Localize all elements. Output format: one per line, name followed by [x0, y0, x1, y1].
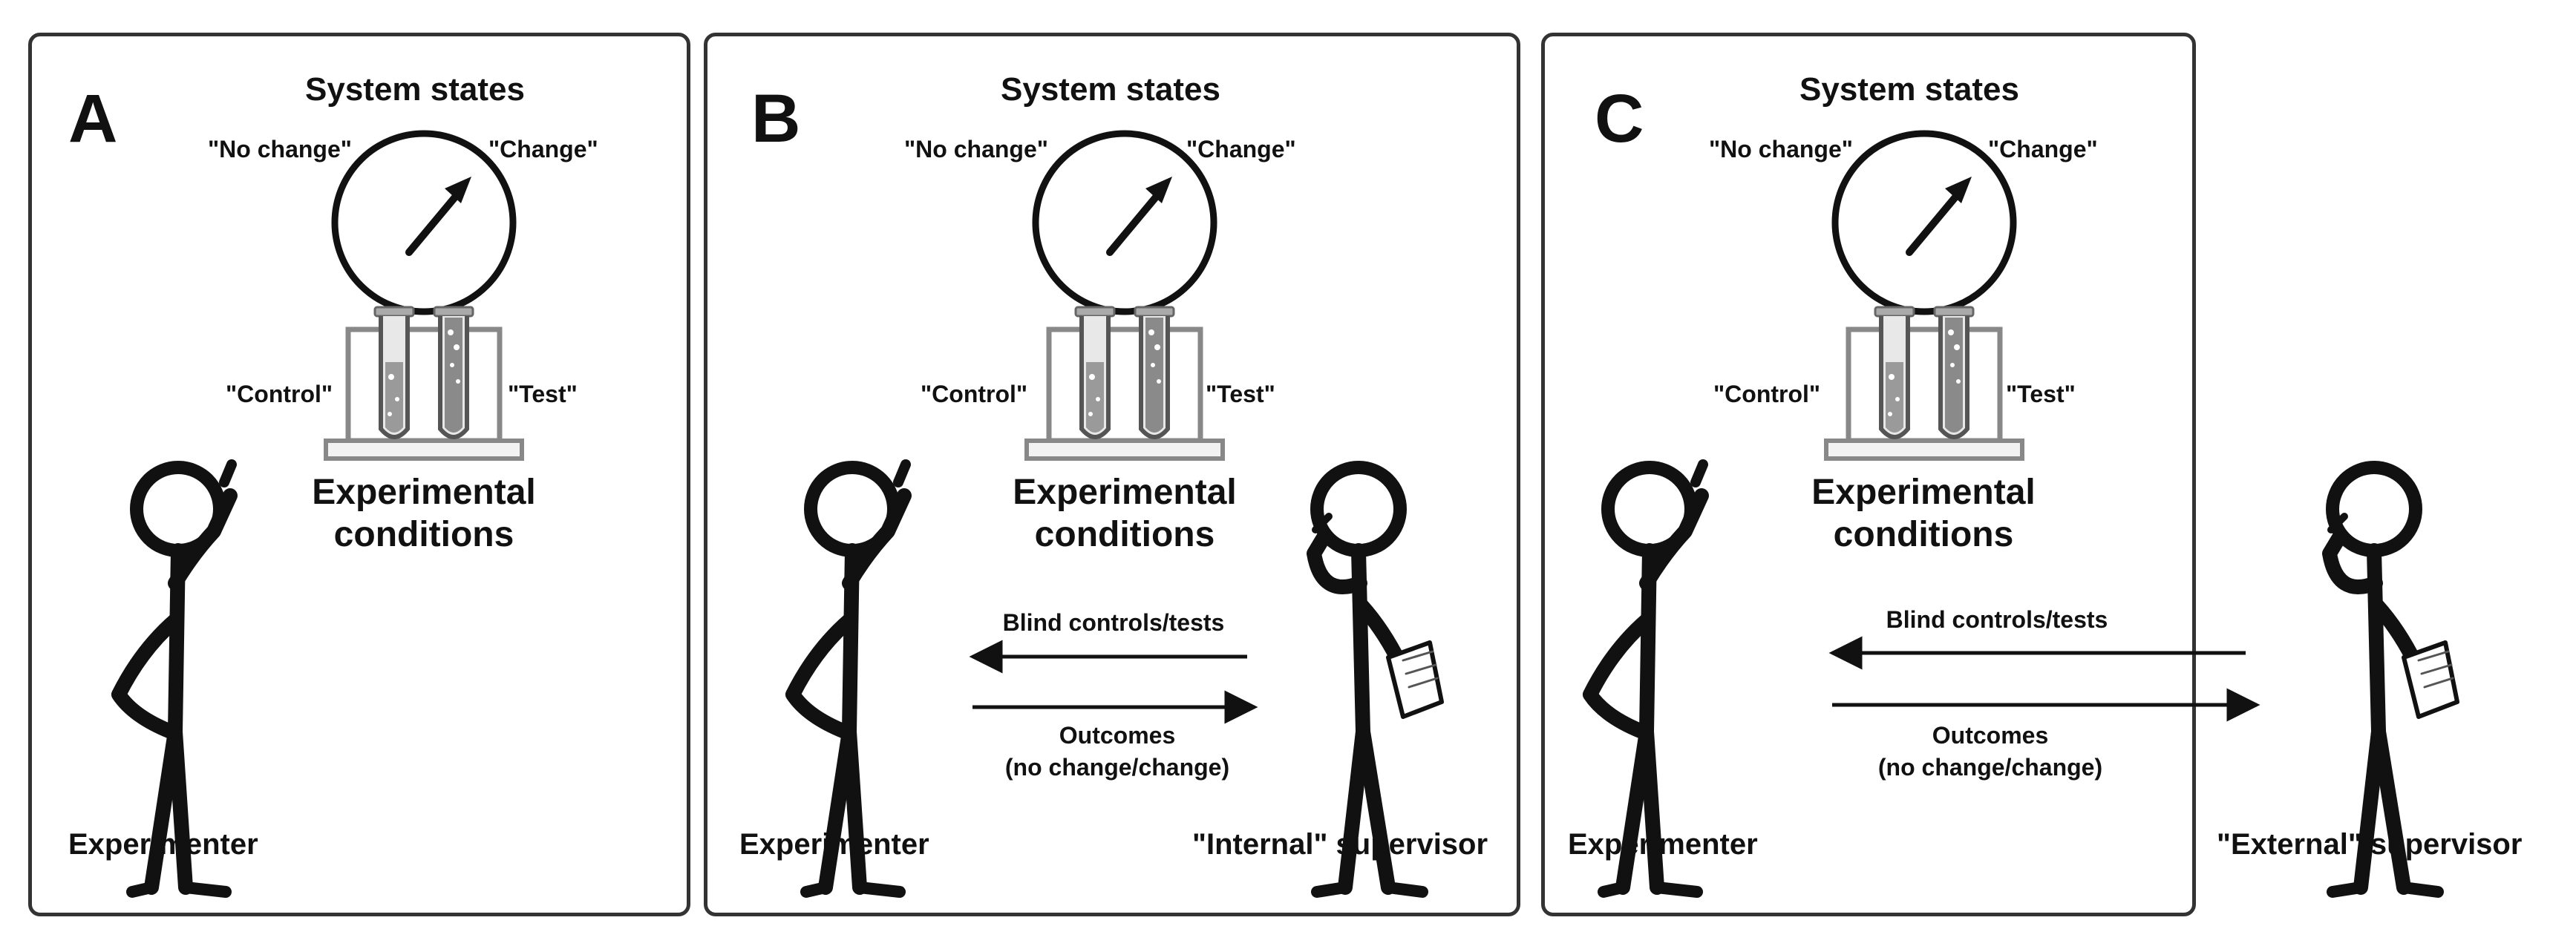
no-change-label: "No change" [1709, 136, 1853, 162]
test-label: "Test" [2006, 381, 2076, 407]
system-states-title: System states [1799, 71, 2019, 108]
panel-letter: C [1595, 81, 1644, 157]
supervisor-label: "Internal" supervisor [1192, 828, 1488, 861]
change-label: "Change" [488, 136, 598, 162]
experimental-conditions: Experimental conditions [1013, 472, 1237, 556]
conditions-line-2: conditions [333, 514, 514, 554]
change-label: "Change" [1988, 136, 2098, 162]
control-label: "Control" [921, 381, 1028, 407]
blind-label: Blind controls/tests [1002, 609, 1225, 636]
conditions-line-1: Experimental [1013, 473, 1237, 512]
test-tube-rack-icon [1027, 307, 1223, 459]
blind-label: Blind controls/tests [1886, 606, 2108, 633]
conditions-line-1: Experimental [312, 473, 536, 512]
outcomes-label: Outcomes (no change/change) [995, 720, 1240, 784]
outcomes-line-1: Outcomes [1059, 722, 1176, 749]
system-states-title: System states [305, 71, 525, 108]
system-states-title: System states [1001, 71, 1220, 108]
outcomes-label: Outcomes (no change/change) [1868, 720, 2113, 784]
conditions-line-2: conditions [1833, 514, 2014, 554]
outcomes-line-2: (no change/change) [1877, 754, 2103, 781]
panel-letter: B [751, 81, 801, 157]
test-label: "Test" [508, 381, 578, 407]
test-tube-rack-icon [1826, 307, 2022, 459]
no-change-label: "No change" [904, 136, 1048, 162]
experimenter-label: Experimenter [68, 828, 258, 861]
panel-letter: A [68, 81, 118, 157]
control-label: "Control" [226, 381, 333, 407]
change-label: "Change" [1186, 136, 1296, 162]
conditions-line-1: Experimental [1811, 473, 2036, 512]
no-change-label: "No change" [208, 136, 352, 162]
test-tube-rack-icon [326, 307, 522, 459]
experimenter-label: Experimenter [739, 828, 929, 861]
conditions-line-2: conditions [1034, 514, 1215, 554]
test-label: "Test" [1206, 381, 1275, 407]
experimenter-label: Experimenter [1568, 828, 1758, 861]
experimental-conditions: Experimental conditions [1811, 472, 2036, 556]
outcomes-line-2: (no change/change) [1004, 754, 1230, 781]
experimental-conditions: Experimental conditions [312, 472, 536, 556]
control-label: "Control" [1713, 381, 1821, 407]
supervisor-label: "External" supervisor [2217, 828, 2523, 861]
outcomes-line-1: Outcomes [1932, 722, 2049, 749]
gauge-icon [1835, 134, 2013, 312]
gauge-icon [335, 134, 513, 312]
